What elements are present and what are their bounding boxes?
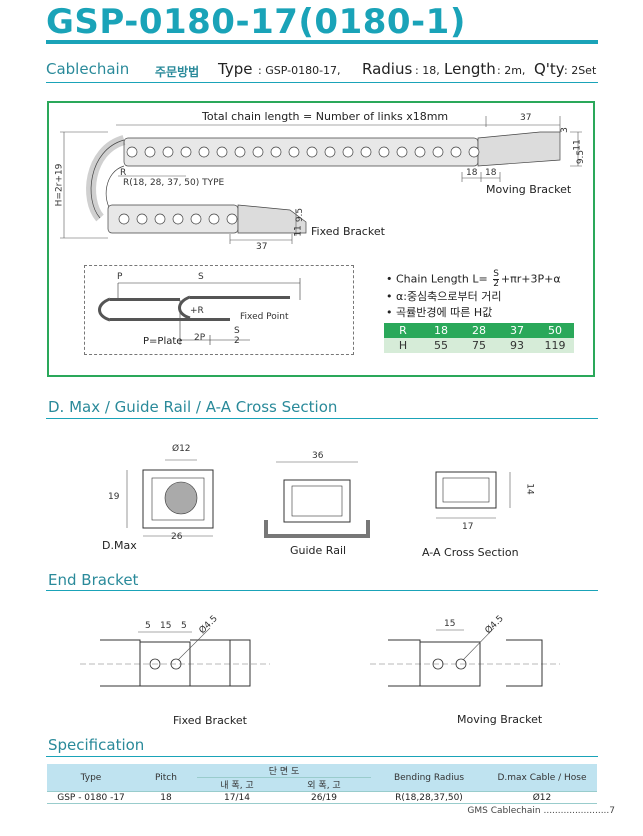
length-label: Length [444,60,496,78]
fixed-dim-5a: 5 [145,621,151,631]
total-length-label: Total chain length = Number of links x18… [202,110,449,123]
fixed-bracket-caption: Fixed Bracket [173,714,247,727]
formula-line2: • α:중심축으로부터 거리 [386,290,502,303]
r-value: 37 [498,323,536,338]
dim-18-a: 18 [466,168,478,178]
r-value: 28 [460,323,498,338]
page-title: GSP-0180-17(0180-1) [46,2,466,42]
main-drawing-panel [47,101,595,377]
type-label: Type [218,60,253,78]
aa-17: 17 [462,522,474,532]
qty-value: : 2Set [564,64,597,77]
r-header: R [384,323,422,338]
spec-outer-value: 26/19 [277,791,371,804]
fixed-bracket-label: Fixed Bracket [311,225,385,238]
page-footer: GMS Cablechain .......................7 [467,806,615,816]
aa-section-label: A-A Cross Section [422,546,519,559]
section-dmax-title: D. Max / Guide Rail / A-A Cross Section [48,398,338,416]
section-end-bracket-rule [46,590,598,591]
spec-type-value: GSP - 0180 -17 [47,791,135,804]
dmax-26: 26 [171,532,183,542]
spec-dmax-value: Ø12 [487,791,597,804]
type-value: : GSP-0180-17, [258,64,341,77]
sketch-s-den: 2 [234,336,240,346]
radius-label: Radius [362,60,413,78]
dmax-19: 19 [108,492,120,502]
spec-type-header: Type [47,764,135,792]
guide-36: 36 [312,451,324,461]
moving-bracket-label: Moving Bracket [486,183,572,196]
sketch-p: P [117,272,123,282]
section-spec-rule [46,756,598,757]
sketch-fixed-point: Fixed Point [240,312,289,322]
spec-inner-header: 내 폭, 고 [197,777,277,792]
fixed-dim-15: 15 [160,621,172,631]
h-value: 75 [460,338,498,353]
spec-bending-header: Bending Radius [371,764,487,792]
length-value: : 2m, [497,64,526,77]
section-spec-title: Specification [48,736,145,754]
sketch-plus-r: +R [190,306,204,316]
spec-inner-value: 17/14 [197,791,277,804]
spec-section-header: 단 면 도 [197,764,371,778]
h-header: H [384,338,422,353]
dim-37-bot: 37 [256,242,268,252]
dmax-label: D.Max [102,539,137,552]
moving-dim-15: 15 [444,619,456,629]
dim-18-b: 18 [485,168,497,178]
section-dmax-rule [46,418,598,419]
radius-height-table: R 18 28 37 50 H 55 75 93 119 [384,323,574,353]
r-small-label: R [120,168,127,178]
order-header: Cablechain 주문방법 Type : GSP-0180-17, Radi… [46,60,598,82]
h-value: 119 [536,338,574,353]
r-type-label: R(18, 28, 37, 50) TYPE [123,178,225,188]
formula-frac-den: 2 [493,279,499,289]
h-value: 55 [422,338,460,353]
moving-bracket-caption: Moving Bracket [457,713,543,726]
formula-line3: • 곡률반경에 따른 H값 [386,306,493,319]
sketch-s-num: S [234,326,240,336]
formula-line1-suffix: +πr+3P+α [500,272,561,286]
dmax-diameter: Ø12 [172,444,191,454]
formula-line1-prefix: • Chain Length L= [386,272,488,286]
header-rule [46,82,598,83]
dim-37-top: 37 [520,113,532,123]
spec-outer-header: 외 폭, 고 [277,777,371,792]
specification-table: Type Pitch 단 면 도 Bending Radius D.max Ca… [47,764,597,804]
h-value: 93 [498,338,536,353]
section-end-bracket-title: End Bracket [48,571,139,589]
fixed-dim-5b: 5 [181,621,187,631]
sketch-2p: 2P [194,333,206,343]
cablechain-label: Cablechain [46,60,130,78]
qty-label: Q'ty [534,60,565,78]
radius-value: : 18, [415,64,440,77]
chain-length-sketch [84,265,354,355]
sketch-p-plate: P=Plate [143,336,183,347]
chain-length-formula: • Chain Length L= S 2 +πr+3P+α • α:중심축으로… [386,270,561,321]
title-rule [46,40,598,44]
order-method-label: 주문방법 [155,65,200,79]
r-value: 18 [422,323,460,338]
formula-frac-num: S [493,269,499,280]
sketch-s: S [198,272,204,282]
spec-bending-value: R(18,28,37,50) [371,791,487,804]
spec-pitch-header: Pitch [135,764,197,792]
r-value: 50 [536,323,574,338]
guide-rail-label: Guide Rail [290,544,347,557]
spec-pitch-value: 18 [135,791,197,804]
spec-dmax-header: D.max Cable / Hose [487,764,597,792]
